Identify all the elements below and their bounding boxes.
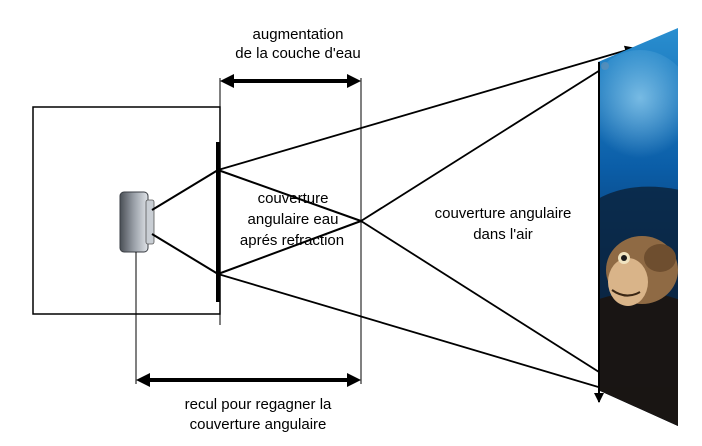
label-water-coverage-line3: aprés refraction [239, 232, 345, 249]
ray-air-upper [217, 45, 635, 171]
label-recul-line2: couverture angulaire [189, 416, 327, 433]
underwater-photo [598, 28, 678, 426]
camera-lens-icon [119, 191, 155, 253]
ray-camera-upper [151, 169, 219, 211]
dimension-arrow-water-layer [220, 74, 361, 88]
label-air-coverage-line1: couverture angulaire [434, 205, 572, 222]
label-water-layer-line1: augmentation [252, 26, 344, 43]
ray-air-lower [217, 273, 643, 403]
ray-apex-upper [360, 49, 633, 222]
label-water-coverage-line2: angulaire eau [247, 211, 339, 228]
label-water-coverage-line1: couverture [257, 190, 329, 207]
ray-apex-lower [360, 220, 641, 399]
label-water-layer-line2: de la couche d'eau [235, 45, 361, 62]
label-recul-line1: recul pour regagner la [184, 396, 332, 413]
ray-refracted-lower [217, 220, 362, 275]
grouper-fish-icon [606, 236, 678, 306]
dimension-arrow-recul [136, 373, 361, 387]
ray-refracted-upper [217, 169, 362, 222]
ray-camera-lower [151, 233, 219, 275]
label-air-coverage-line2: dans l'air [473, 226, 533, 243]
